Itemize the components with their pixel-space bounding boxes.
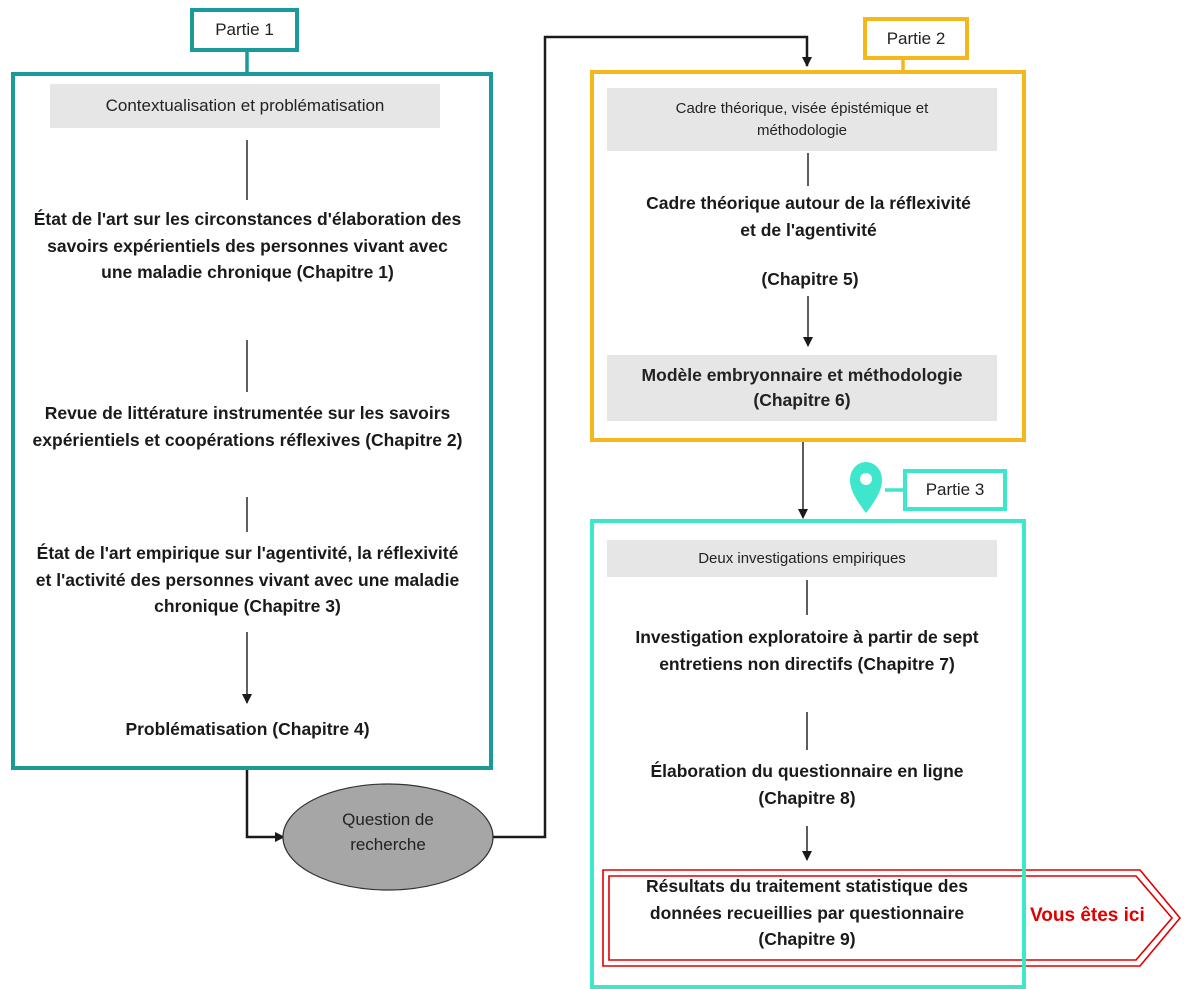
arrow-question-to-part2 [493, 35, 812, 839]
part2-model-label: Modèle embryonnaire et méthodologie [641, 364, 963, 385]
part2-frame [590, 70, 1026, 442]
part3-item-2: Élaboration du questionnaire en ligne (C… [650, 761, 964, 808]
part1-item-2: Revue de littérature instrumentée sur le… [32, 403, 463, 450]
part3-tag: Partie 3 [903, 469, 1007, 511]
part2-model: Modèle embryonnaire et méthodologie (Cha… [607, 355, 997, 421]
part3-item-3: Résultats du traitement statistique des … [646, 876, 968, 950]
you-are-here-banner [602, 869, 1182, 967]
location-pin-icon [850, 462, 882, 513]
part1-item-3: État de l'art empirique sur l'agentivité… [35, 543, 460, 617]
part1-header: Contextualisation et problématisation [50, 84, 440, 128]
question-oval [282, 783, 494, 891]
part2-theory-chapter: (Chapitre 5) [761, 269, 859, 289]
part1-item-4: Problématisation (Chapitre 4) [125, 719, 370, 739]
part3-item-1: Investigation exploratoire à partir de s… [635, 627, 979, 674]
part3-header: Deux investigations empiriques [607, 540, 997, 577]
part2-header: Cadre théorique, visée épistémique et mé… [607, 88, 997, 151]
part2-theory: Cadre théorique autour de la réflexivité… [646, 193, 971, 240]
part1-item-1: État de l'art sur les circonstances d'él… [33, 209, 462, 283]
part2-model-chapter: (Chapitre 6) [753, 390, 851, 410]
part1-frame [11, 72, 493, 770]
part1-tag: Partie 1 [190, 8, 299, 52]
you-are-here-label: Vous êtes ici [1030, 905, 1145, 926]
arrow-part1-to-question [245, 770, 285, 842]
question-label: Question de recherche [342, 810, 434, 854]
part2-tag: Partie 2 [863, 17, 969, 60]
